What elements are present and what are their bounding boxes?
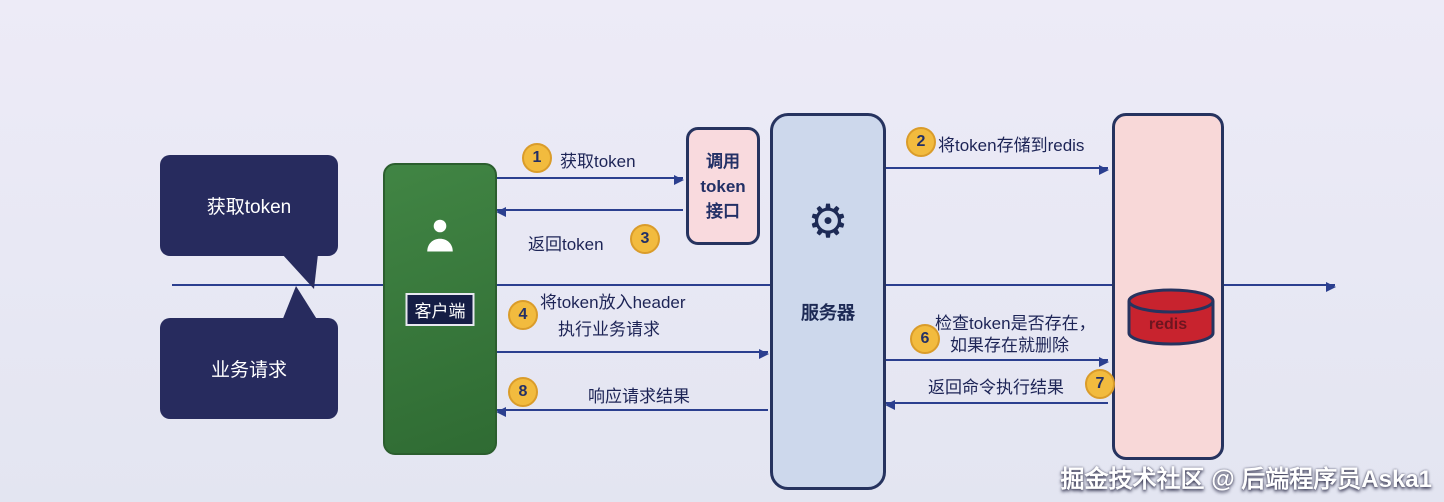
step-3-label: 返回token	[528, 235, 604, 254]
speech-bubble-get-token-label: 获取token	[206, 197, 292, 218]
database-cylinder-icon	[1127, 288, 1215, 346]
token-api-label-line2: token	[700, 176, 746, 196]
client-label: 客户端	[405, 293, 475, 326]
arrow-step-1	[497, 175, 684, 185]
step-4-label-line1: 将token放入header	[540, 293, 686, 312]
redis-label: redis	[1148, 316, 1188, 333]
step-badge-2: 2	[906, 127, 936, 157]
arrow-step-3	[496, 207, 683, 217]
arrow-step-6	[886, 357, 1109, 367]
step-2-label: 将token存储到redis	[938, 136, 1085, 155]
step-4-label-line2: 执行业务请求	[558, 320, 660, 339]
arrow-step-2	[886, 165, 1109, 175]
person-icon	[427, 219, 453, 252]
step-badge-1: 1	[522, 143, 552, 173]
server-label: 服务器	[801, 303, 855, 323]
timeline-axis	[172, 282, 1336, 292]
speech-bubble-business-request: 业务请求	[160, 318, 338, 419]
step-badge-4: 4	[508, 300, 538, 330]
step-badge-6: 6	[910, 324, 940, 354]
redis-node: redis	[1112, 113, 1224, 460]
step-1-label: 获取token	[560, 152, 636, 171]
token-api-node: 调用 token 接口	[686, 127, 760, 245]
step-6-label-line2: 如果存在就删除	[950, 336, 1069, 355]
client-node: 客户端	[383, 163, 497, 455]
speech-bubble-business-request-label: 业务请求	[210, 360, 287, 381]
speech-bubble-tail-down	[282, 254, 318, 289]
speech-bubble-get-token: 获取token	[160, 155, 338, 256]
step-7-label: 返回命令执行结果	[928, 378, 1064, 397]
step-badge-3: 3	[630, 224, 660, 254]
gear-icon: ⚙	[807, 195, 849, 247]
step-8-label: 响应请求结果	[588, 387, 690, 406]
arrow-step-7	[885, 400, 1108, 410]
step-badge-7: 7	[1085, 369, 1115, 399]
step-6-label-line1: 检查token是否存在，	[935, 314, 1096, 333]
arrow-step-4	[497, 349, 769, 359]
token-api-label-line3: 接口	[706, 201, 740, 221]
server-node: ⚙ 服务器	[770, 113, 886, 490]
arrow-step-8	[496, 407, 768, 417]
watermark: 掘金技术社区 @ 后端程序员Aska1	[1060, 466, 1432, 493]
step-badge-8: 8	[508, 377, 538, 407]
speech-bubble-tail-up	[282, 286, 318, 321]
token-api-label-line1: 调用	[706, 151, 740, 171]
